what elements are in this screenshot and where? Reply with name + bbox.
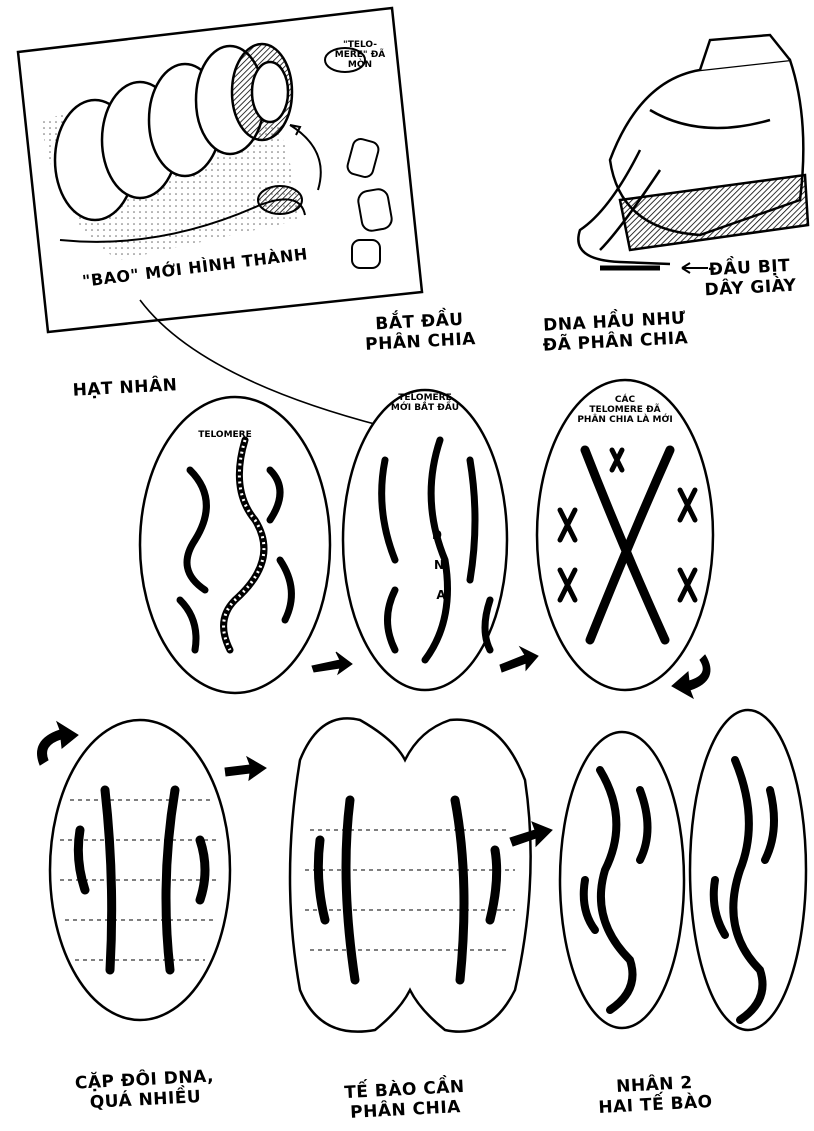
- stage5-title: TẾ BÀO CẦN PHÂN CHIA: [324, 1076, 486, 1124]
- stage3-note-line3: PHÂN CHIA LÀ MỚI: [565, 415, 685, 425]
- stage6-title: NHÂN 2 HAI TẾ BÀO: [584, 1071, 726, 1118]
- cell-start-division: [343, 390, 507, 690]
- cell-nucleus: [140, 397, 330, 693]
- old-cap-label: "TELO-MERE" ĐÃ MÒN: [330, 40, 390, 70]
- cell-dna-pairs: [50, 720, 230, 1020]
- stage3-note-line2: TELOMERE ĐÃ: [565, 405, 685, 415]
- stage2-note-line2: MỚI BẮT ĐẦU: [380, 403, 470, 413]
- telomere-label: TELOMERE: [195, 430, 255, 440]
- cell-dna-divided: [537, 380, 713, 690]
- shoe-drawing: [578, 35, 808, 264]
- aglet-label: ĐẦU BỊT DÂY GIÀY: [699, 255, 801, 300]
- cell-dividing: [290, 718, 531, 1031]
- daughter-cell-right: [690, 710, 806, 1030]
- stage2-note-line1: TELOMERE: [380, 393, 470, 403]
- stage2-note: TELOMERE MỚI BẮT ĐẦU: [380, 393, 470, 413]
- stage3-title: DNA HẦU NHƯ ĐÃ PHÂN CHIA: [534, 308, 696, 356]
- stage3-note: CÁC TELOMERE ĐÃ PHÂN CHIA LÀ MỚI: [565, 395, 685, 425]
- dna-letter-n: N: [432, 560, 446, 570]
- stage3-note-line1: CÁC: [565, 395, 685, 405]
- stage2-title: BẮT ĐẦU PHÂN CHIA: [354, 309, 486, 356]
- daughter-cell-left: [560, 732, 684, 1028]
- dna-letter-d: D: [430, 530, 444, 540]
- dna-letter-a: A: [434, 590, 448, 600]
